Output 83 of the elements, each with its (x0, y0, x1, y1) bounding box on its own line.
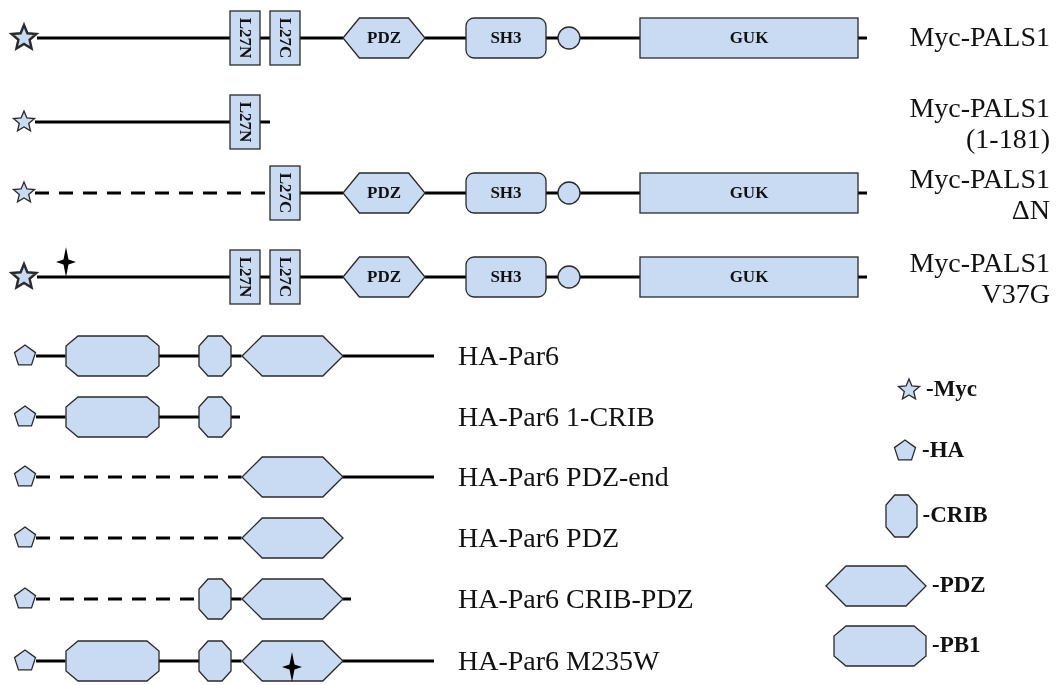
connector-line (342, 659, 434, 663)
domain-octagon (65, 641, 159, 681)
star-tag (13, 111, 35, 133)
connector-line (300, 36, 343, 40)
connector-line (342, 597, 351, 601)
star-tag (13, 182, 35, 204)
domain-hexagon: PDZ (343, 18, 425, 58)
pentagon-tag (14, 650, 36, 672)
domain-box: L27N (230, 11, 260, 65)
connector-line (425, 36, 466, 40)
connector-line (231, 659, 242, 663)
connector-line (158, 354, 199, 358)
connector-line (36, 659, 66, 663)
connector-line (37, 36, 230, 40)
construct-name: HA-Par6 PDZ (458, 522, 619, 553)
domain-box: GUK (640, 257, 858, 297)
construct-name: Myc-PALS1 (908, 21, 1050, 52)
domain-box: SH3 (466, 257, 546, 297)
connector-line (35, 120, 230, 124)
construct-name: Myc-PALS1 (1-181) (908, 92, 1050, 154)
pentagon-tag (14, 527, 36, 549)
connector-line (300, 275, 343, 279)
connector-line (342, 475, 434, 479)
connector-line (36, 415, 66, 419)
pentagon-tag (14, 406, 36, 428)
domain-box: L27C (270, 250, 300, 304)
pentagon-tag (14, 588, 36, 610)
connector-line (580, 275, 640, 279)
domain-circle (558, 27, 580, 49)
connector-line (580, 191, 640, 195)
construct-name: HA-Par6 PDZ-end (458, 461, 669, 492)
domain-box: GUK (640, 173, 858, 213)
domain-hexagon (241, 579, 343, 619)
domain-octagon (65, 336, 159, 376)
connector-line (300, 191, 343, 195)
legend-label: -HA (922, 437, 965, 463)
connector-line (425, 191, 466, 195)
dashed-line (36, 475, 242, 479)
pentagon-tag (14, 466, 36, 488)
domain-box: L27N (230, 95, 260, 149)
construct-name: Myc-PALS1 ΔN (908, 163, 1050, 225)
domain-octagon (65, 397, 159, 437)
connector-line (425, 275, 466, 279)
connector-line (37, 275, 230, 279)
domain-hexagon (241, 457, 343, 497)
connector-line (342, 354, 434, 358)
connector-line (158, 659, 199, 663)
construct-name: Myc-PALS1 V37G (908, 247, 1050, 309)
construct-name: HA-Par6 (458, 340, 560, 371)
domain-box: L27C (270, 166, 300, 220)
connector-line (36, 354, 66, 358)
domain-circle (558, 182, 580, 204)
connector-line (231, 597, 242, 601)
domain-hexagon: PDZ (343, 173, 425, 213)
connector-line (158, 415, 199, 419)
construct-name: HA-Par6 1-CRIB (458, 401, 655, 432)
legend-label: -CRIB (922, 502, 988, 528)
connector-line (580, 36, 640, 40)
connector-line (231, 354, 242, 358)
domain-octagon (199, 336, 231, 376)
dashed-line (36, 536, 242, 540)
domain-box: GUK (640, 18, 858, 58)
domain-box: SH3 (466, 18, 546, 58)
connector-line (260, 120, 270, 124)
domain-circle (558, 266, 580, 288)
pentagon-tag (14, 345, 36, 367)
domain-box: SH3 (466, 173, 546, 213)
star-tag (11, 264, 37, 290)
domain-box: L27C (270, 11, 300, 65)
domain-hexagon: PDZ (343, 257, 425, 297)
construct-name: HA-Par6 CRIB-PDZ (458, 583, 694, 614)
domain-hexagon (241, 518, 343, 558)
domain-hexagon (241, 641, 343, 681)
domain-box: L27N (230, 250, 260, 304)
legend-label: -Myc (926, 376, 978, 402)
domain-octagon (199, 641, 231, 681)
domain-hexagon (241, 336, 343, 376)
star-tag (11, 25, 37, 51)
domain-octagon (199, 579, 231, 619)
construct-name: HA-Par6 M235W (458, 645, 660, 676)
domain-octagon (199, 397, 231, 437)
legend-label: -PB1 (932, 632, 981, 658)
legend-label: -PDZ (932, 572, 986, 598)
